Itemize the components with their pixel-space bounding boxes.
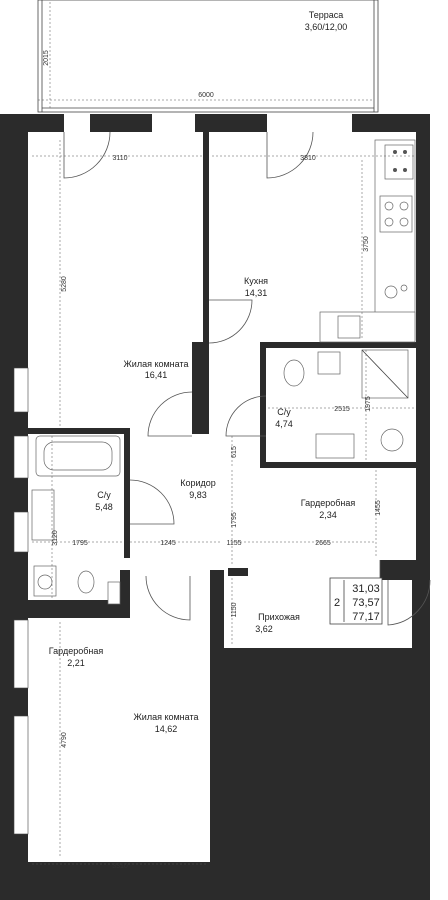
room-wardrobe-left-area: 2,21 xyxy=(67,658,85,668)
dim-2665: 2665 xyxy=(315,540,331,547)
dim-bath-left-height: 3120 xyxy=(52,530,59,546)
dim-living-top-width: 3110 xyxy=(112,155,127,162)
room-wardrobe-right-area: 2,34 xyxy=(319,510,337,520)
dim-1245: 1245 xyxy=(160,540,176,547)
room-bath-left-name: С/у xyxy=(97,490,111,500)
dim-bath-right-height: 1975 xyxy=(365,396,372,412)
room-kitchen-name: Кухня xyxy=(244,276,268,286)
room-living-top-name: Жилая комната xyxy=(123,359,188,369)
doors xyxy=(63,131,431,626)
dim-1155: 1155 xyxy=(226,540,241,547)
dim-bath-right-width: 2515 xyxy=(334,406,350,413)
bath-right-fixtures xyxy=(283,349,409,459)
room-hall-area: 3,62 xyxy=(255,624,273,634)
dimension-labels: 6000 2015 3110 3810 3750 5280 2515 1975 … xyxy=(43,50,382,870)
room-wardrobe-right-name: Гардеробная xyxy=(301,498,356,508)
kitchen-fixtures xyxy=(319,139,416,343)
room-bath-left-area: 5,48 xyxy=(95,502,113,512)
area-summary: 2 31,03 73,57 77,17 xyxy=(329,577,383,625)
dim-1795: 1795 xyxy=(72,540,88,547)
dim-kitchen-height: 3750 xyxy=(363,236,370,252)
bath-left-fixtures xyxy=(31,435,121,605)
terrace: Терраса 3,60/12,00 xyxy=(37,0,379,113)
dim-living-bottom-height: 4790 xyxy=(61,732,68,748)
room-bath-right-area: 4,74 xyxy=(275,419,293,429)
dim-terrace-width: 6000 xyxy=(198,92,214,99)
summary-total-area: 73,57 xyxy=(352,597,380,609)
dim-hall-height: 1150 xyxy=(231,602,238,617)
room-labels: Жилая комната 16,41 Кухня 14,31 С/у 4,74… xyxy=(49,276,356,734)
room-hall-name: Прихожая xyxy=(258,612,300,622)
room-living-bottom-area: 14,62 xyxy=(155,724,178,734)
dim-living-top-height: 5280 xyxy=(61,276,68,292)
dim-living-bottom-width: 3310 xyxy=(112,863,128,870)
room-kitchen-area: 14,31 xyxy=(245,288,268,298)
dim-kitchen-width: 3810 xyxy=(300,155,316,162)
walls xyxy=(0,114,430,900)
room-corridor-area: 9,83 xyxy=(189,490,207,500)
room-wardrobe-left-name: Гардеробная xyxy=(49,646,104,656)
dimension-lines xyxy=(32,2,414,865)
terrace-area: 3,60/12,00 xyxy=(305,22,348,32)
room-bath-right-name: С/у xyxy=(277,407,291,417)
dim-corridor-upper: 615 xyxy=(231,446,238,458)
room-living-top-area: 16,41 xyxy=(145,370,168,380)
summary-living-area: 31,03 xyxy=(352,583,380,595)
dim-corridor-mid: 1795 xyxy=(231,512,238,528)
dim-terrace-height: 2015 xyxy=(43,50,50,66)
room-living-bottom-name: Жилая комната xyxy=(133,712,198,722)
summary-rooms-count: 2 xyxy=(334,597,340,609)
windows-left xyxy=(13,367,29,835)
dim-wardrobe-height: 1455 xyxy=(375,500,382,516)
terrace-name: Терраса xyxy=(309,10,344,20)
summary-total-with-terrace: 77,17 xyxy=(352,611,380,623)
room-corridor-name: Коридор xyxy=(180,478,216,488)
